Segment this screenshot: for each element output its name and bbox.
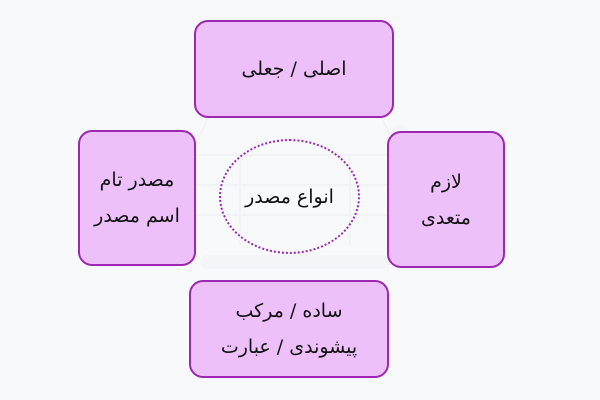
- node-bottom-line-2: پیشوندی / عبارت: [220, 336, 358, 358]
- node-right-line-2: متعدی: [421, 206, 471, 229]
- node-complete-infinitive: مصدر تام اسم مصدر: [78, 130, 196, 266]
- node-right-line-1: لازم: [430, 170, 462, 193]
- node-bottom-line-1: ساده / مرکب: [235, 300, 343, 322]
- node-transitivity: لازم متعدی: [387, 131, 505, 268]
- node-structure: ساده / مرکب پیشوندی / عبارت: [189, 280, 389, 378]
- node-top-line-1: اصلی / جعلی: [241, 58, 347, 80]
- center-topic-ellipse: انواع مصدر: [219, 139, 360, 254]
- node-original-fake: اصلی / جعلی: [194, 20, 394, 118]
- node-left-line-1: مصدر تام: [99, 169, 175, 191]
- center-topic-label: انواع مصدر: [245, 185, 334, 208]
- node-left-line-2: اسم مصدر: [94, 205, 180, 227]
